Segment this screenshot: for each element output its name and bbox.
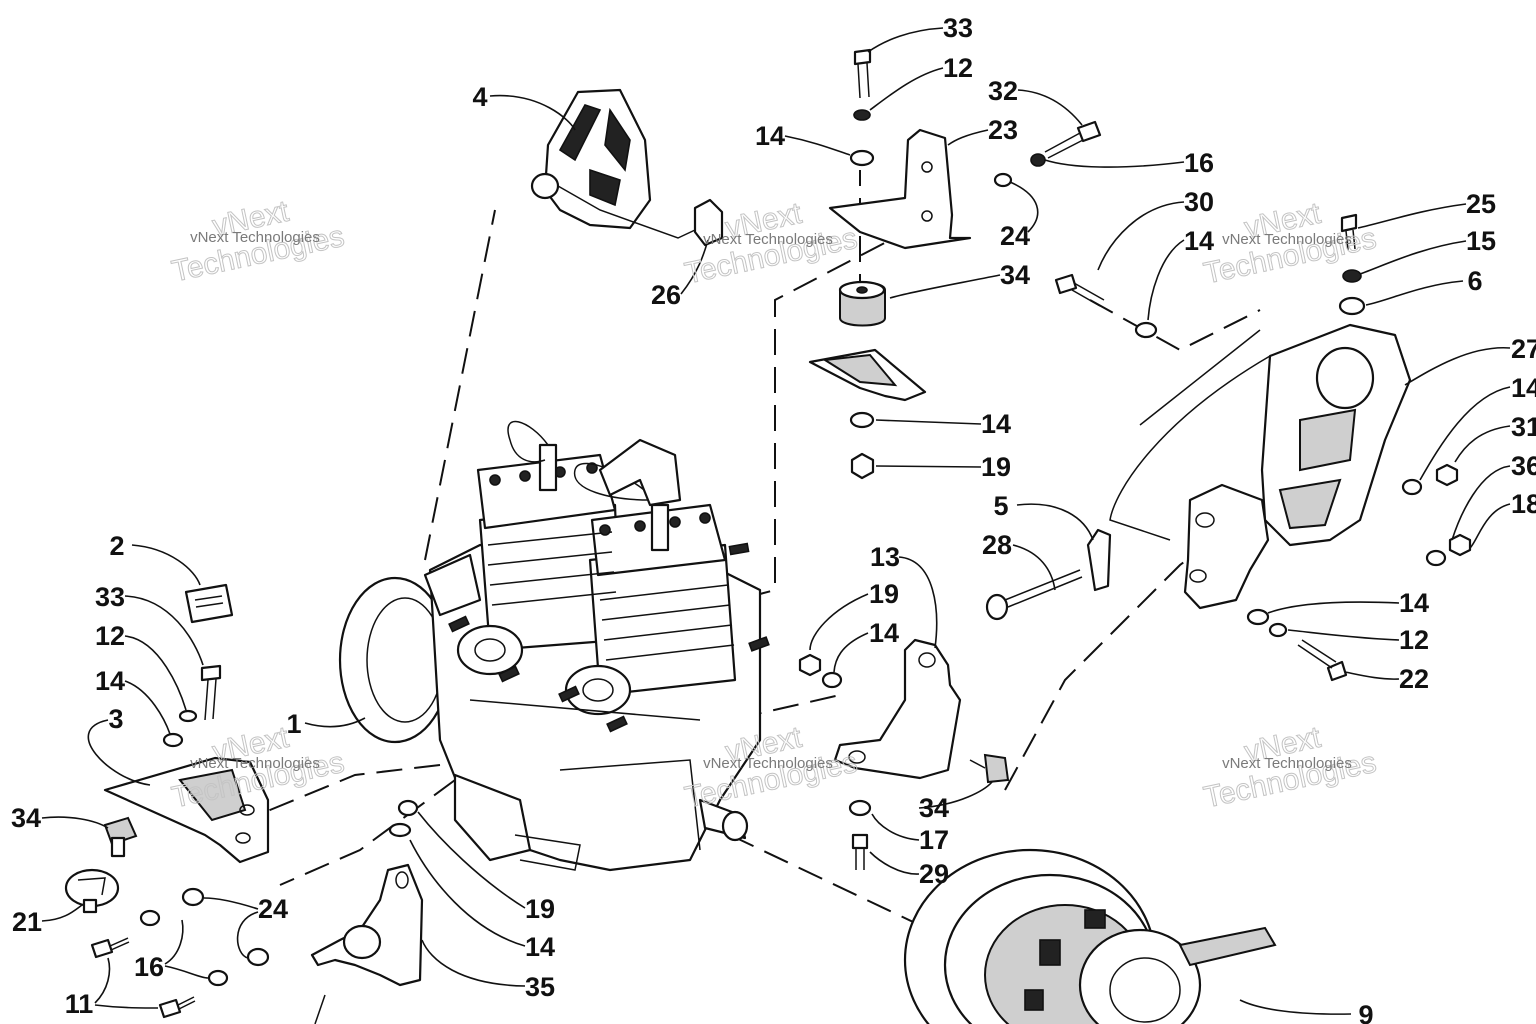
- callout-31: 31: [1511, 412, 1536, 442]
- callout-14: 14: [1511, 373, 1536, 403]
- callout-25: 25: [1466, 189, 1496, 219]
- callout-19: 19: [981, 452, 1011, 482]
- callout-14: 14: [1399, 588, 1429, 618]
- callout-19: 19: [869, 579, 899, 609]
- callout-32: 32: [988, 76, 1018, 106]
- callout-14: 14: [755, 121, 785, 151]
- part-9-clutch: [903, 848, 1277, 1024]
- callout-9: 9: [1358, 1000, 1373, 1024]
- callout-36: 36: [1511, 451, 1536, 481]
- callout-26: 26: [651, 280, 681, 310]
- callout-14: 14: [95, 666, 125, 696]
- part-5-clip: [1086, 528, 1112, 592]
- callout-19: 19: [525, 894, 555, 924]
- callout-12: 12: [95, 621, 125, 651]
- callout-15: 15: [1466, 226, 1496, 256]
- callout-13: 13: [870, 542, 900, 572]
- right-hardware: [1054, 213, 1472, 682]
- callout-24: 24: [258, 894, 288, 924]
- leader-lines: [41, 27, 1511, 1015]
- watermark-small-text: vNext Technologies: [1222, 755, 1352, 772]
- top-hardware: [808, 48, 1102, 480]
- callout-2: 2: [109, 531, 124, 561]
- callout-18: 18: [1511, 489, 1536, 519]
- callout-34: 34: [11, 803, 41, 833]
- callout-34: 34: [919, 793, 949, 823]
- callout-14: 14: [525, 932, 555, 962]
- callout-1: 1: [286, 709, 301, 739]
- callout-34: 34: [1000, 260, 1030, 290]
- watermark-small-text: vNext Technologies: [1222, 231, 1352, 248]
- part-26-clip: [693, 198, 724, 247]
- callout-27: 27: [1511, 334, 1536, 364]
- watermark-small-text: vNext Technologies: [190, 755, 320, 772]
- left-hardware: [64, 664, 270, 1019]
- callout-23: 23: [988, 115, 1018, 145]
- callout-35: 35: [525, 972, 555, 1002]
- watermark-small-text: vNext Technologies: [703, 755, 833, 772]
- callout-12: 12: [943, 53, 973, 83]
- callout-28: 28: [982, 530, 1012, 560]
- watermark-small-text: vNext Technologies: [703, 231, 833, 248]
- callout-33: 33: [95, 582, 125, 612]
- callout-5: 5: [993, 491, 1008, 521]
- callout-22: 22: [1399, 664, 1429, 694]
- callout-29: 29: [919, 859, 949, 889]
- callout-14: 14: [981, 409, 1011, 439]
- part-13-bracket: [798, 638, 1010, 870]
- callout-6: 6: [1467, 266, 1482, 296]
- callout-21: 21: [12, 907, 42, 937]
- callout-16: 16: [134, 952, 164, 982]
- part-28-bolt: [985, 569, 1083, 621]
- callout-12: 12: [1399, 625, 1429, 655]
- part-27-plate: [1109, 323, 1412, 547]
- part-2-decal: [184, 583, 234, 624]
- watermark-small-text: vNext Technologies: [190, 229, 320, 246]
- callout-16: 16: [1184, 148, 1214, 178]
- callout-24: 24: [1000, 221, 1030, 251]
- callout-4: 4: [472, 82, 487, 112]
- right-arm: [1183, 483, 1270, 610]
- callout-11: 11: [65, 989, 94, 1019]
- callout-14: 14: [869, 618, 899, 648]
- callout-33: 33: [943, 13, 973, 43]
- callout-30: 30: [1184, 187, 1214, 217]
- callout-3: 3: [108, 704, 123, 734]
- callout-17: 17: [919, 825, 949, 855]
- engine-assembly: [338, 420, 770, 872]
- part-35-bracket: [310, 799, 424, 1024]
- part-23-bracket: [828, 128, 972, 250]
- callout-14: 14: [1184, 226, 1214, 256]
